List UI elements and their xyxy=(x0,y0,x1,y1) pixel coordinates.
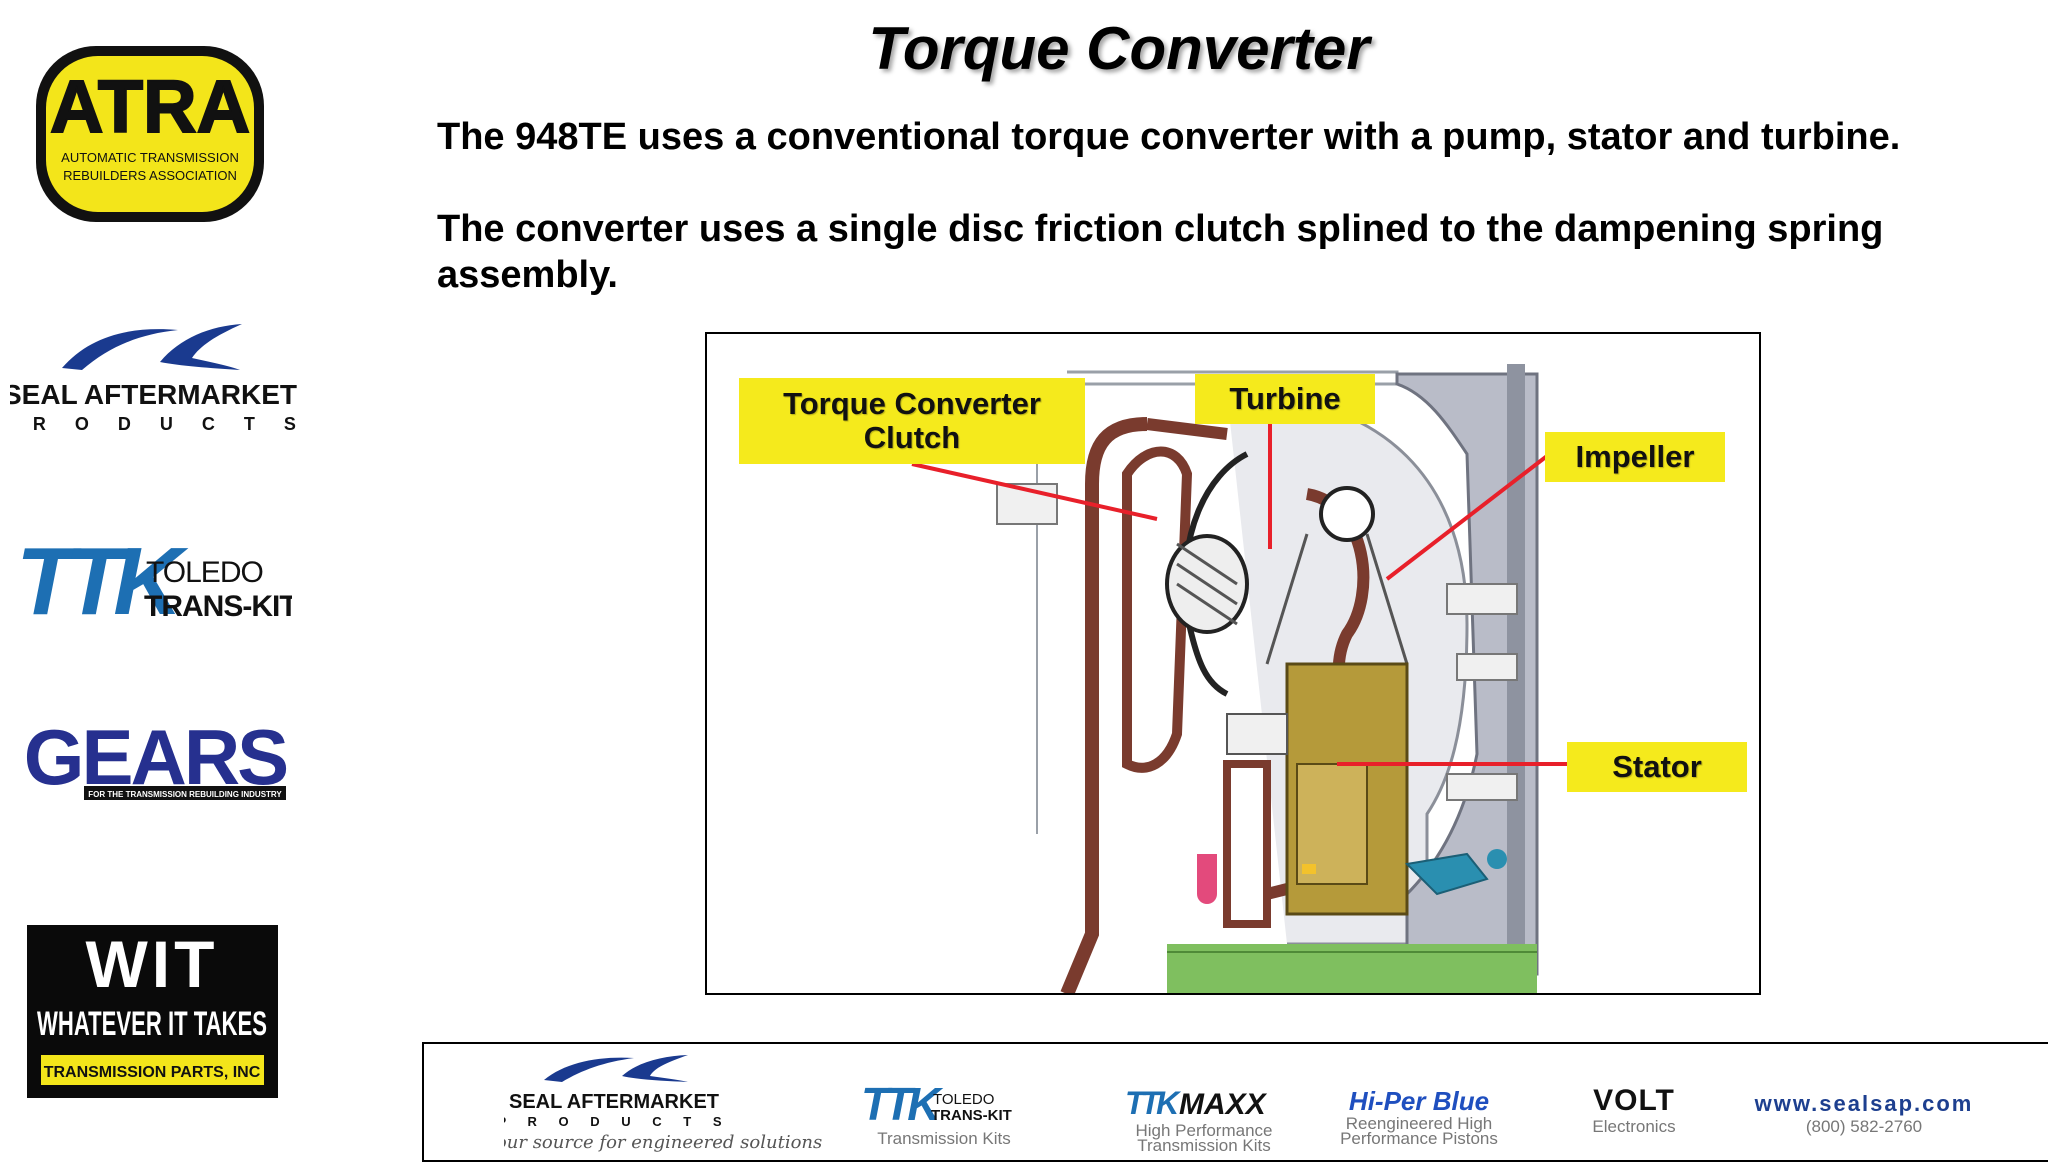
seal-logo-line2: P R O D U C T S xyxy=(10,414,300,434)
banner-hiper-brand: Hi-Per Blue xyxy=(1348,1086,1490,1116)
banner-seal-line1: SEAL AFTERMARKET xyxy=(509,1091,719,1113)
toledo-trans-kit-logo: TTK TOLEDO TRANS-KIT xyxy=(16,528,298,635)
torque-converter-cutaway xyxy=(911,364,1572,993)
banner-maxx-brand: MAXX xyxy=(1179,1088,1268,1118)
label-clutch-line2: Clutch xyxy=(863,420,961,455)
wit-logo-line1: WHATEVER IT TAKES xyxy=(37,1005,267,1043)
sponsor-banner: SEAL AFTERMARKET P R O D U C T S your so… xyxy=(422,1042,2048,1162)
banner-ttk-logo: TTK TOLEDO TRANS-KIT Transmission Kits xyxy=(859,1078,1029,1160)
banner-seal-tagline: your source for engineered solutions xyxy=(504,1132,822,1152)
banner-ttk-line1: TOLEDO xyxy=(933,1091,994,1108)
banner-contact: www.sealsap.com (800) 582-2760 xyxy=(1744,1092,1984,1152)
svg-text:TTK: TTK xyxy=(1125,1085,1182,1118)
clutch-paragraph: The converter uses a single disc frictio… xyxy=(437,206,1997,298)
label-impeller: Impeller xyxy=(1545,432,1725,482)
banner-maxx-sub: High Performance Transmission Kits xyxy=(1135,1121,1273,1155)
intro-paragraph: The 948TE uses a conventional torque con… xyxy=(437,116,1901,158)
ttk-logo-line1: TOLEDO xyxy=(146,556,263,589)
ttk-logo-mark: TTK xyxy=(16,530,189,630)
ttk-logo-line2: TRANS-KIT xyxy=(144,590,292,623)
label-turbine: Turbine xyxy=(1195,374,1375,424)
seal-aftermarket-logo: SEAL AFTERMARKET P R O D U C T S xyxy=(0,318,300,438)
clutch-paragraph-line1: The converter uses a single disc frictio… xyxy=(437,208,1884,250)
banner-seal-logo: SEAL AFTERMARKET P R O D U C T S your so… xyxy=(485,1052,824,1153)
banner-volt-logo: VOLT Electronics xyxy=(1564,1086,1704,1156)
banner-ttk-line2: TRANS-KIT xyxy=(931,1107,1012,1124)
gears-logo-tagline: FOR THE TRANSMISSION REBUILDING INDUSTRY xyxy=(88,790,282,799)
atra-logo-name: ATRA xyxy=(50,65,250,148)
label-stator: Stator xyxy=(1567,742,1747,792)
banner-volt-brand: VOLT xyxy=(1593,1084,1675,1117)
seal-logo-line1: SEAL AFTERMARKET xyxy=(10,379,297,410)
atra-logo-sub1: AUTOMATIC TRANSMISSION xyxy=(61,150,239,165)
banner-ttk-sub: Transmission Kits xyxy=(877,1129,1011,1148)
wit-logo-line2: TRANSMISSION PARTS, INC xyxy=(44,1064,261,1081)
clutch-paragraph-line2: assembly. xyxy=(437,254,618,296)
banner-maxx-logo: TTK MAXX High Performance Transmission K… xyxy=(1119,1084,1289,1164)
banner-phone: (800) 582-2760 xyxy=(1805,1117,1923,1136)
wit-logo-mark: WIT xyxy=(86,927,219,1001)
wit-logo: WIT WHATEVER IT TAKES TRANSMISSION PARTS… xyxy=(27,925,278,1098)
slide-title: Torque Converter xyxy=(868,15,1370,82)
banner-seal-line2: P R O D U C T S xyxy=(504,1114,731,1129)
label-clutch-line1: Torque Converter xyxy=(783,386,1041,421)
banner-volt-sub: Electronics xyxy=(1592,1117,1676,1136)
banner-hiper-blue-logo: Hi-Per Blue Reengineered High Performanc… xyxy=(1329,1086,1509,1166)
banner-website-link[interactable]: www.sealsap.com xyxy=(1754,1091,1974,1116)
svg-text:TTK: TTK xyxy=(861,1080,943,1126)
gears-magazine-logo: GEARS FOR THE TRANSMISSION REBUILDING IN… xyxy=(22,713,289,806)
atra-logo: ATRA AUTOMATIC TRANSMISSION REBUILDERS A… xyxy=(34,44,266,224)
banner-hiper-sub: Reengineered High Performance Pistons xyxy=(1340,1114,1498,1148)
atra-logo-sub2: REBUILDERS ASSOCIATION xyxy=(63,168,237,183)
torque-converter-diagram: Torque Converter Clutch Turbine Impeller… xyxy=(705,332,1761,995)
label-torque-converter-clutch: Torque Converter Clutch xyxy=(739,378,1085,464)
